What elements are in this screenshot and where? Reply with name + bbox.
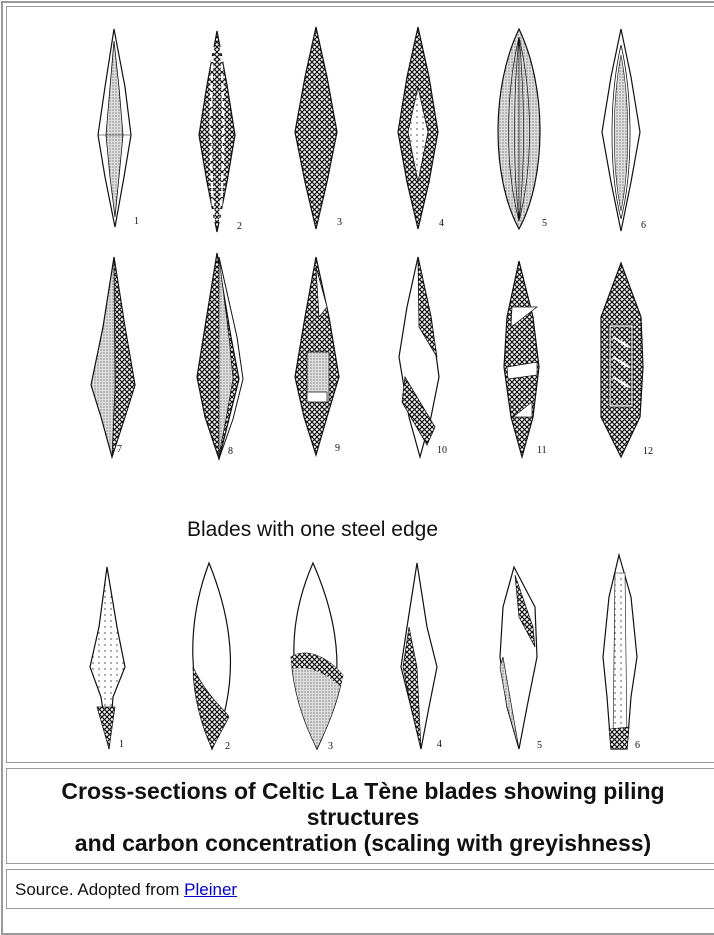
blade-8 [197, 253, 243, 459]
pleiner-link[interactable]: Pleiner [184, 880, 237, 899]
blade-1-number: 1 [134, 216, 139, 227]
blade-10-number: 10 [437, 445, 447, 456]
edge-blade-1 [90, 567, 125, 749]
blade-3-number: 3 [337, 217, 342, 228]
edge-blade-3 [291, 563, 343, 749]
caption-line-2: structures [7, 804, 714, 830]
source-line: Source. Adopted from Pleiner [15, 880, 237, 900]
blade-9 [295, 257, 339, 455]
edge-blade-3-number: 3 [328, 741, 333, 752]
edge-blade-4 [401, 563, 437, 749]
blade-8-number: 8 [228, 446, 233, 457]
blade-11-number: 11 [537, 445, 547, 456]
one-steel-edge-heading: Blades with one steel edge [187, 518, 438, 541]
blade-4-number: 4 [439, 218, 444, 229]
blade-5 [498, 29, 540, 229]
blade-12 [601, 263, 643, 457]
edge-blade-6-number: 6 [635, 740, 640, 751]
edge-blade-2 [193, 563, 231, 749]
blade-7-number: 7 [117, 444, 122, 455]
blade-2-number: 2 [237, 221, 242, 232]
figure-caption: Cross-sections of Celtic La Tène blades … [7, 778, 714, 856]
blade-3 [295, 27, 337, 229]
blade-1 [98, 29, 131, 227]
blade-cross-sections-figure: 1 2 3 4 5 6 7 [7, 7, 714, 764]
edge-blade-5 [500, 567, 537, 749]
caption-line-1: Cross-sections of Celtic La Tène blades … [7, 778, 714, 804]
figure-cell: 1 2 3 4 5 6 7 [6, 6, 714, 763]
edge-blade-2-number: 2 [225, 741, 230, 752]
blade-6 [602, 29, 640, 231]
caption-line-3: and carbon concentration (scaling with g… [7, 830, 714, 856]
edge-blade-1-number: 1 [119, 739, 124, 750]
edge-blade-6 [603, 555, 637, 749]
caption-cell: Cross-sections of Celtic La Tène blades … [6, 768, 714, 864]
blade-4 [398, 27, 438, 229]
blade-6-number: 6 [641, 220, 646, 231]
blade-10 [399, 257, 439, 457]
blade-7 [91, 257, 135, 457]
edge-blade-5-number: 5 [537, 740, 542, 751]
blade-12-number: 12 [643, 446, 653, 457]
source-cell: Source. Adopted from Pleiner [6, 869, 714, 909]
edge-blade-4-number: 4 [437, 739, 442, 750]
blade-2 [199, 31, 235, 232]
blade-5-number: 5 [542, 218, 547, 229]
source-prefix: Source. Adopted from [15, 880, 184, 899]
blade-11 [504, 261, 539, 457]
blade-9-number: 9 [335, 443, 340, 454]
